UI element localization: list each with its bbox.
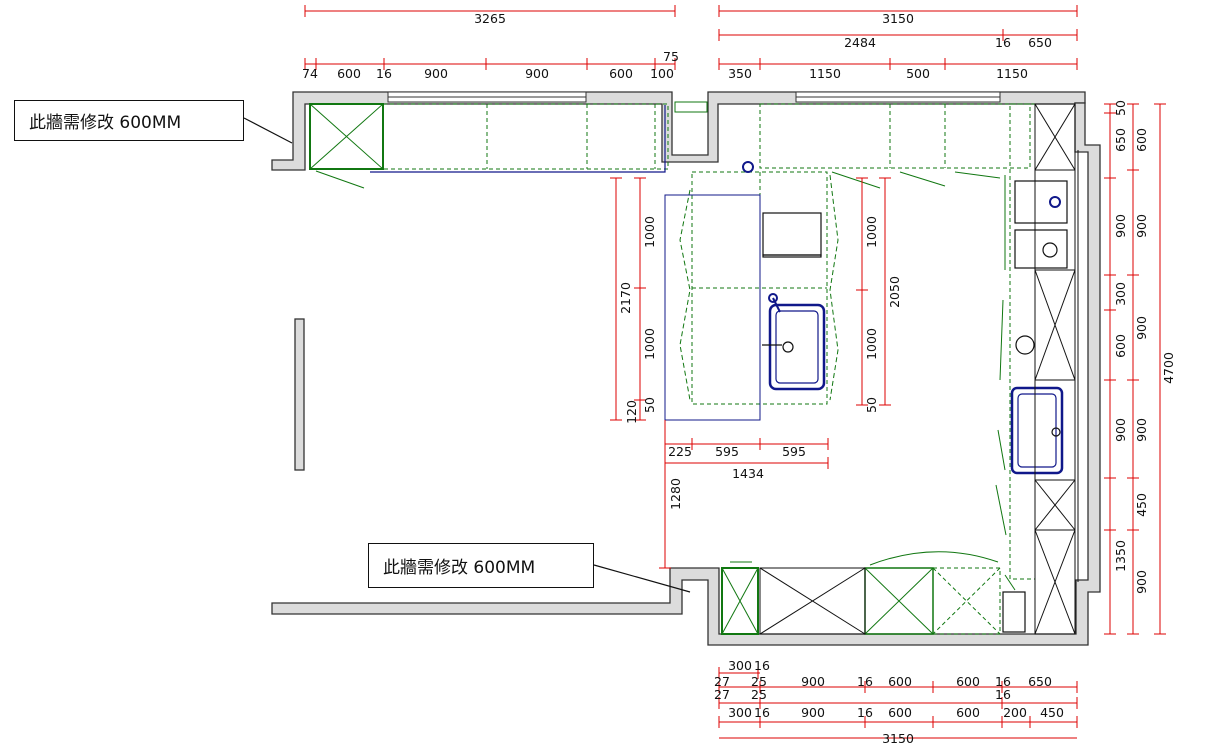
dim-island-right: 1000 xyxy=(864,216,879,248)
appliance-cooktop xyxy=(762,212,822,256)
dim-top-left-r3: 900 xyxy=(525,66,549,81)
windows xyxy=(387,91,1001,103)
dim-island-bottom: 595 xyxy=(715,444,739,459)
dim-island-left: 1000 xyxy=(642,216,657,248)
dim-right-col1: 600 xyxy=(1113,334,1128,358)
dim-island-left: 1000 xyxy=(642,328,657,360)
dim-right-col1: 300 xyxy=(1113,282,1128,306)
dim-bottom-r2: 650 xyxy=(1028,674,1052,689)
wall-right xyxy=(271,102,1101,646)
tall-cabinets-right xyxy=(759,103,1079,635)
dim-right-col1: 1350 xyxy=(1113,540,1128,572)
dim-island-left: 50 xyxy=(642,397,657,413)
cabinet-pillar xyxy=(674,101,708,113)
dim-top-left-r3: 600 xyxy=(609,66,633,81)
cabinet-bottom-corner xyxy=(721,567,759,635)
dim-bottom-r1: 16 xyxy=(754,658,770,673)
dim-top-right-r3: 1150 xyxy=(996,66,1028,81)
dim-bottom-r1: 300 xyxy=(728,658,752,673)
dimension-lines xyxy=(304,5,1166,739)
wall-modification-note: 此牆需修改 600MM xyxy=(368,543,594,588)
dim-bottom-r2: 16 xyxy=(857,674,873,689)
dim-bottom-r4: 600 xyxy=(956,705,980,720)
dim-bottom-r4: 600 xyxy=(888,705,912,720)
dim-bottom-r4: 16 xyxy=(857,705,873,720)
dim-top-left-r3: 600 xyxy=(337,66,361,81)
dimension-labels: 3265 3150 2484 16 650 74 600 16 900 900 … xyxy=(302,11,1176,743)
dim-island-bottom: 595 xyxy=(782,444,806,459)
right-appliance-2 xyxy=(1014,229,1068,269)
dim-top-right-r3: 1150 xyxy=(809,66,841,81)
dim-right-col1: 900 xyxy=(1113,214,1128,238)
dim-right-col1: 450 xyxy=(1134,493,1149,517)
cabinet-run-right xyxy=(1009,103,1036,580)
dim-top-left-r3: 74 xyxy=(302,66,318,81)
dim-bottom-r4: 900 xyxy=(801,705,825,720)
dim-right-col2: 900 xyxy=(1134,570,1149,594)
dim-right-col1: 650 xyxy=(1113,128,1128,152)
faucet-island xyxy=(768,293,778,303)
dim-island-right: 2050 xyxy=(887,276,902,308)
dim-island-total: 1434 xyxy=(732,466,764,481)
island-counter xyxy=(664,194,761,421)
dim-top-left-r3: 900 xyxy=(424,66,448,81)
cabinet-run-top-right xyxy=(759,103,1031,169)
dim-bottom-r2: 25 xyxy=(751,674,767,689)
wall-top-left xyxy=(271,91,1086,171)
dim-bottom-r2: 600 xyxy=(956,674,980,689)
cabinet-run-top-left xyxy=(382,103,669,170)
cabinet-bottom-right xyxy=(932,567,1001,635)
dim-bottom-r3: 27 xyxy=(714,687,730,702)
counter-outline-top xyxy=(370,105,666,173)
dim-top-left-r3-extra: 75 xyxy=(663,49,679,64)
dim-bottom-r2: 27 xyxy=(714,674,730,689)
wall-fragment-left xyxy=(294,318,305,471)
dim-right-total: 4700 xyxy=(1161,352,1176,384)
dim-bottom-r2: 600 xyxy=(888,674,912,689)
dim-island-left: 120 xyxy=(624,400,639,424)
dim-right-col2: 900 xyxy=(1134,316,1149,340)
dim-top-right-r2: 650 xyxy=(1028,35,1052,50)
fixtures xyxy=(370,105,1068,633)
dim-right-col2: 900 xyxy=(1134,418,1149,442)
wall-modification-note: 此牆需修改 600MM xyxy=(14,100,244,141)
dim-top-left-r3: 16 xyxy=(376,66,392,81)
dim-bottom-r3: 16 xyxy=(995,687,1011,702)
dim-bottom-r2: 16 xyxy=(995,674,1011,689)
dim-right-col1: 900 xyxy=(1113,418,1128,442)
dim-top-right-r3: 500 xyxy=(906,66,930,81)
dim-right-col2: 600 xyxy=(1134,128,1149,152)
dim-right-col1: 50 xyxy=(1113,100,1128,116)
dim-top-left-r3: 100 xyxy=(650,66,674,81)
dim-island-bottom: 225 xyxy=(668,444,692,459)
dim-top-right-r2: 16 xyxy=(995,35,1011,50)
note-text: 此牆需修改 600MM xyxy=(29,113,182,133)
dim-left-vertical: 1280 xyxy=(668,478,683,510)
dim-bottom-r4: 450 xyxy=(1040,705,1064,720)
dim-right-col2: 900 xyxy=(1134,214,1149,238)
dim-top-right-r3: 350 xyxy=(728,66,752,81)
dim-bottom-total: 3150 xyxy=(882,731,914,743)
dim-island-left: 2170 xyxy=(618,282,633,314)
island-sink xyxy=(768,303,826,391)
dim-bottom-r4: 200 xyxy=(1003,705,1027,720)
dim-top-total-left: 3265 xyxy=(474,11,506,26)
walls xyxy=(271,91,1101,646)
dim-bottom-r4: 300 xyxy=(728,705,752,720)
right-appliance-1 xyxy=(1014,180,1068,224)
dim-island-right: 50 xyxy=(864,397,879,413)
dim-bottom-r3: 25 xyxy=(751,687,767,702)
dim-island-right: 1000 xyxy=(864,328,879,360)
dim-bottom-r2: 900 xyxy=(801,674,825,689)
right-faucet xyxy=(1051,427,1061,437)
faucet-top xyxy=(742,161,754,173)
dim-top-total-right: 3150 xyxy=(882,11,914,26)
dim-bottom-r4: 16 xyxy=(754,705,770,720)
right-sink xyxy=(1010,386,1064,475)
note-text: 此牆需修改 600MM xyxy=(383,558,536,578)
dim-top-right-r2: 2484 xyxy=(844,35,876,50)
sink-drain xyxy=(782,341,794,353)
note-leaders xyxy=(243,117,691,593)
